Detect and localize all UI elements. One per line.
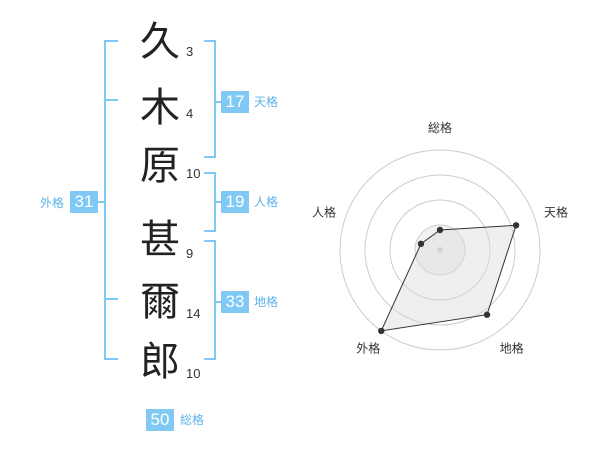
chikaku-bracket-bottom <box>204 358 216 360</box>
radar-axis-label-4: 外格 <box>356 341 380 356</box>
stroke-count-2: 4 <box>186 106 194 121</box>
gaikaku-bracket-tick-1 <box>104 99 118 101</box>
stroke-count-4: 9 <box>186 246 194 261</box>
radar-ring-3 <box>364 174 516 326</box>
stroke-count-6: 10 <box>186 366 201 381</box>
chikaku-label: 地格 <box>254 295 279 309</box>
soukaku-score-badge: 50 <box>146 409 174 431</box>
chikaku-bracket-top <box>204 240 216 242</box>
gaikaku-bracket-bottom <box>104 358 118 360</box>
radar-point-1 <box>436 226 444 234</box>
stroke-count-5: 14 <box>186 306 201 321</box>
tenkaku-bracket-bottom <box>204 156 216 158</box>
gaikaku-bracket-tick-2 <box>104 298 118 300</box>
radar-point-3 <box>483 311 491 318</box>
radar-point-4 <box>378 327 385 335</box>
tenkaku-connector <box>214 101 222 103</box>
tenkaku-score-badge: 17 <box>221 91 249 113</box>
gaikaku-label: 外格 <box>40 196 65 210</box>
tenkaku-bracket-top <box>204 40 216 42</box>
chikaku-connector <box>214 301 222 303</box>
name-char-4: 甚 <box>140 217 180 263</box>
gaikaku-connector <box>98 201 106 203</box>
jinkaku-connector <box>214 201 222 203</box>
radar-ring-2 <box>389 199 491 301</box>
tenkaku-bracket <box>214 40 216 158</box>
radar-point-5 <box>417 240 425 248</box>
tenkaku-label: 天格 <box>254 95 279 109</box>
jinkaku-score-badge: 19 <box>221 191 249 213</box>
name-char-2: 木 <box>140 85 180 131</box>
stroke-count-3: 10 <box>186 166 201 181</box>
gaikaku-bracket <box>104 40 106 360</box>
jinkaku-bracket-top <box>204 172 216 174</box>
jinkaku-bracket-bottom <box>204 230 216 232</box>
name-char-1: 久 <box>140 19 180 65</box>
chikaku-bracket <box>214 240 216 360</box>
radar-axis-label-3: 地格 <box>500 341 524 356</box>
jinkaku-label: 人格 <box>254 195 279 209</box>
name-char-5: 爾 <box>140 279 180 325</box>
radar-point-2 <box>512 222 520 229</box>
stroke-count-1: 3 <box>186 44 194 59</box>
radar-center-dot <box>437 247 443 253</box>
name-char-6: 郎 <box>140 339 180 385</box>
soukaku-label: 総格 <box>180 413 205 427</box>
radar-series-polygon <box>380 224 517 332</box>
gaikaku-bracket-top <box>104 40 118 42</box>
radar-axis-label-1: 総格 <box>428 120 452 135</box>
radar-axis-label-5: 人格 <box>312 204 336 219</box>
chikaku-score-badge: 33 <box>221 291 249 313</box>
radar-axis-label-2: 天格 <box>544 204 568 219</box>
gaikaku-score-badge: 31 <box>70 191 98 213</box>
radar-ring-4 <box>339 149 541 351</box>
name-char-3: 原 <box>140 143 180 189</box>
